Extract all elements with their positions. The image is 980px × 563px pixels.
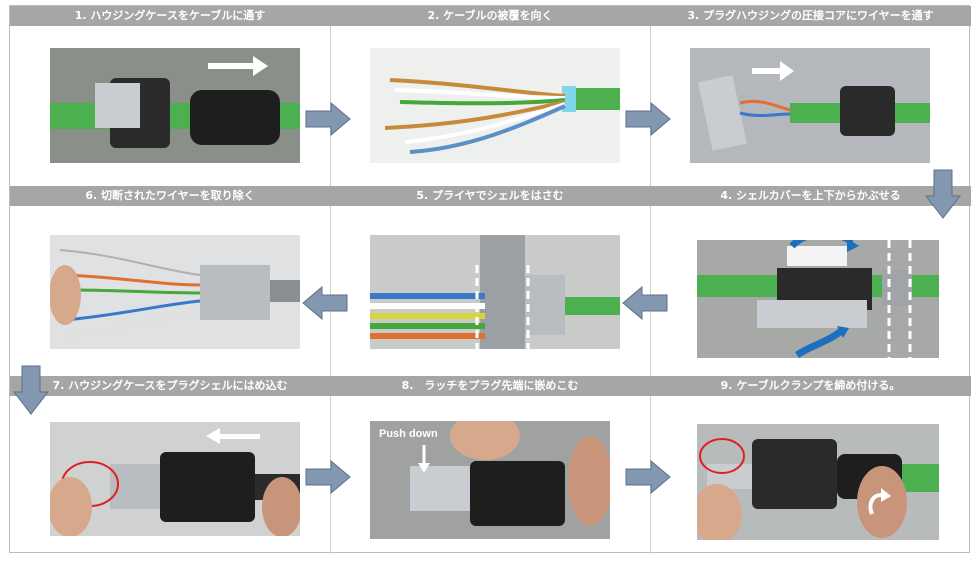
- step-6: 6. 切断されたワイヤーを取り除く: [10, 186, 330, 371]
- arrow-down-icon: [13, 365, 49, 415]
- arrow-right-icon: [305, 460, 351, 494]
- step-7: 7. ハウジングケースをプラグシェルにはめ込む: [10, 376, 330, 554]
- step-2-header: 2. ケーブルの被覆を向く: [330, 6, 650, 26]
- push-down-label: Push down: [379, 428, 438, 440]
- step-3-photo: [690, 48, 930, 163]
- step-7-photo: [50, 422, 300, 536]
- arrow-down-icon: [925, 169, 961, 219]
- arrow-right-icon: [625, 460, 671, 494]
- process-diagram: 1. ハウジングケースをケーブルに通す 2. ケーブルの被覆を向く: [9, 5, 971, 554]
- step-2: 2. ケーブルの被覆を向く: [330, 6, 650, 186]
- step-8: 8. ラッチをプラグ先端に嵌めこむ Push down: [330, 376, 650, 554]
- step-6-header: 6. 切断されたワイヤーを取り除く: [10, 186, 330, 206]
- step-8-header: 8. ラッチをプラグ先端に嵌めこむ: [330, 376, 650, 396]
- step-1-header: 1. ハウジングケースをケーブルに通す: [10, 6, 330, 26]
- step-4-header: 4. シェルカバーを上下からかぶせる: [650, 186, 971, 206]
- step-8-photo: Push down: [370, 421, 610, 539]
- step-6-photo: [50, 235, 300, 349]
- step-4: 4. シェルカバーを上下からかぶせる: [650, 186, 971, 371]
- step-4-photo: [697, 240, 939, 358]
- step-9-photo: [697, 424, 939, 540]
- step-7-header: 7. ハウジングケースをプラグシェルにはめ込む: [10, 376, 330, 396]
- step-9-header: 9. ケーブルクランプを締め付ける。: [650, 376, 971, 396]
- step-3: 3. プラグハウジングの圧接コアにワイヤーを通す: [650, 6, 971, 186]
- column-divider: [330, 6, 331, 554]
- step-1-photo: [50, 48, 300, 163]
- arrow-left-icon: [302, 286, 348, 320]
- column-divider: [650, 6, 651, 554]
- arrow-right-icon: [305, 102, 351, 136]
- step-5: 5. プライヤでシェルをはさむ: [330, 186, 650, 371]
- step-1: 1. ハウジングケースをケーブルに通す: [10, 6, 330, 186]
- step-9: 9. ケーブルクランプを締め付ける。: [650, 376, 971, 554]
- step-3-header: 3. プラグハウジングの圧接コアにワイヤーを通す: [650, 6, 971, 26]
- step-2-photo: [370, 48, 620, 163]
- arrow-right-icon: [625, 102, 671, 136]
- arrow-left-icon: [622, 286, 668, 320]
- step-5-header: 5. プライヤでシェルをはさむ: [330, 186, 650, 206]
- step-5-photo: [370, 235, 620, 349]
